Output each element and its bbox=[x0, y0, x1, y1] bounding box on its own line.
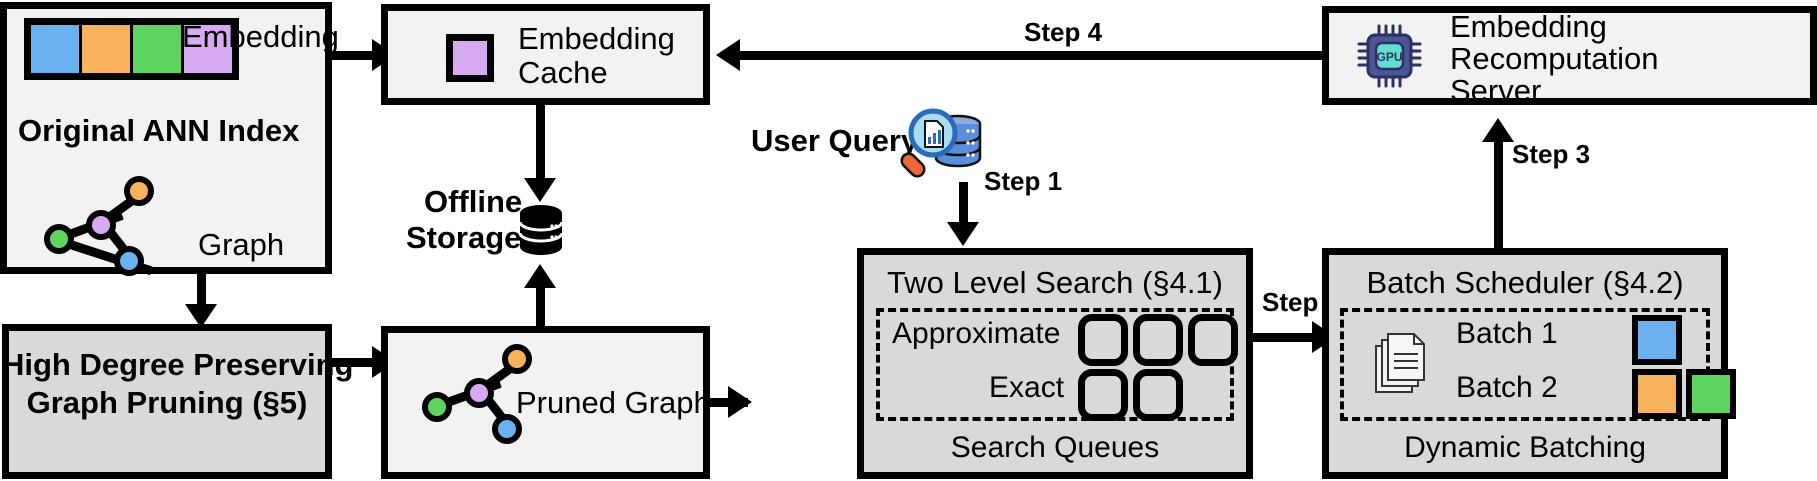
embedding-chip-orange bbox=[82, 25, 130, 73]
embedding-cache-box bbox=[381, 4, 710, 105]
arrow-pruned-to-storage-shaft bbox=[536, 288, 545, 330]
approximate-slot[interactable] bbox=[1078, 314, 1128, 366]
two-level-search-box bbox=[857, 248, 1253, 479]
batch-tile-green bbox=[1686, 369, 1736, 419]
approximate-slot-row bbox=[1078, 314, 1238, 366]
magnifier-database-icon bbox=[900, 104, 988, 180]
offline-storage-label-line1: Offline bbox=[424, 184, 523, 219]
exact-slot[interactable] bbox=[1078, 369, 1128, 421]
arrow-cache-to-storage-shaft bbox=[536, 105, 545, 183]
arrow-pruning-to-pruned-shaft bbox=[332, 358, 376, 367]
graph-pruning-box bbox=[2, 324, 332, 479]
arrow-step3-shaft bbox=[1494, 140, 1503, 248]
embedding-cache-label-line2: Cache bbox=[518, 55, 608, 90]
step3-label: Step 3 bbox=[1512, 139, 1591, 169]
batch-2-label: Batch 2 bbox=[1456, 371, 1558, 404]
step1-label: Step 1 bbox=[984, 166, 1063, 196]
arrow-step2-shaft bbox=[1253, 333, 1328, 342]
gpu-chip-icon: GPU bbox=[1355, 24, 1427, 88]
batch-1-label: Batch 1 bbox=[1456, 317, 1558, 350]
embedding-chip-strip bbox=[24, 18, 239, 80]
documents-stack-icon bbox=[1372, 330, 1432, 396]
offline-storage-label-line2: Storage bbox=[406, 220, 522, 255]
dynamic-batching-panel bbox=[1340, 308, 1710, 421]
embedding-chip-blue bbox=[31, 25, 79, 73]
pruned-node-green bbox=[422, 392, 452, 422]
search-queues-footer: Search Queues bbox=[950, 431, 1160, 464]
pruned-graph-label: Pruned Graph bbox=[516, 385, 711, 420]
embedding-cache-label-line1: Embedding bbox=[518, 21, 675, 56]
search-queues-panel bbox=[876, 308, 1234, 421]
arrow-pruned-to-search-head bbox=[728, 386, 752, 418]
batch-tile-blue bbox=[1632, 315, 1682, 365]
graph-pruning-title-line2: Graph Pruning (§5) bbox=[26, 385, 308, 420]
pruned-node-purple bbox=[464, 378, 494, 408]
dynamic-batching-footer: Dynamic Batching bbox=[1404, 431, 1646, 464]
batch-tile-orange bbox=[1632, 369, 1682, 419]
exact-slot[interactable] bbox=[1133, 369, 1183, 421]
graph-node-purple bbox=[86, 210, 116, 240]
recomputation-server-line1: Embedding bbox=[1450, 9, 1607, 44]
database-cylinder-icon bbox=[518, 204, 564, 256]
arrow-index-to-cache-shaft bbox=[332, 51, 376, 60]
batch-1-tiles bbox=[1632, 315, 1682, 365]
arrow-step4-head bbox=[716, 39, 740, 71]
pruned-node-orange bbox=[502, 344, 532, 374]
approximate-slot[interactable] bbox=[1188, 314, 1238, 366]
exact-row-label: Exact bbox=[989, 371, 1065, 404]
arrow-pruned-to-storage-head bbox=[524, 264, 556, 288]
batch-2-tiles bbox=[1632, 369, 1736, 419]
step4-label: Step 4 bbox=[1024, 17, 1103, 47]
approximate-slot[interactable] bbox=[1133, 314, 1183, 366]
two-level-search-title: Two Level Search (§4.1) bbox=[886, 265, 1223, 300]
arrow-step4-shaft bbox=[740, 51, 1322, 60]
recomputation-server-line2: Recomputation bbox=[1450, 41, 1659, 76]
original-ann-index-title: Original ANN Index bbox=[18, 113, 300, 148]
arrow-step1-shaft bbox=[959, 182, 968, 228]
original-graph-glyph bbox=[42, 168, 202, 276]
approximate-row-label: Approximate bbox=[892, 317, 1061, 350]
arrow-index-to-pruning-shaft bbox=[197, 274, 206, 308]
recomputation-server-line3: Server bbox=[1450, 73, 1542, 108]
embedding-chip-purple bbox=[184, 25, 232, 73]
graph-node-green bbox=[44, 224, 74, 254]
svg-text:GPU: GPU bbox=[1376, 50, 1402, 64]
user-query-label: User Query bbox=[751, 123, 919, 158]
graph-node-blue bbox=[114, 246, 144, 276]
arrow-step3-head bbox=[1482, 118, 1514, 142]
embedding-chip-green bbox=[133, 25, 181, 73]
graph-pruning-title-line1: High Degree Preserving bbox=[2, 347, 354, 382]
exact-slot-row bbox=[1078, 369, 1183, 421]
graph-label: Graph bbox=[198, 227, 285, 262]
embedding-label: Embedding bbox=[182, 19, 339, 54]
embedding-cache-chip bbox=[446, 34, 494, 82]
batch-scheduler-title: Batch Scheduler (§4.2) bbox=[1366, 265, 1684, 300]
arrow-step1-head bbox=[947, 222, 979, 246]
pruned-graph-glyph bbox=[420, 336, 580, 446]
pruned-node-blue bbox=[492, 414, 522, 444]
graph-node-orange bbox=[124, 176, 154, 206]
arrow-cache-to-storage-head bbox=[524, 178, 556, 202]
